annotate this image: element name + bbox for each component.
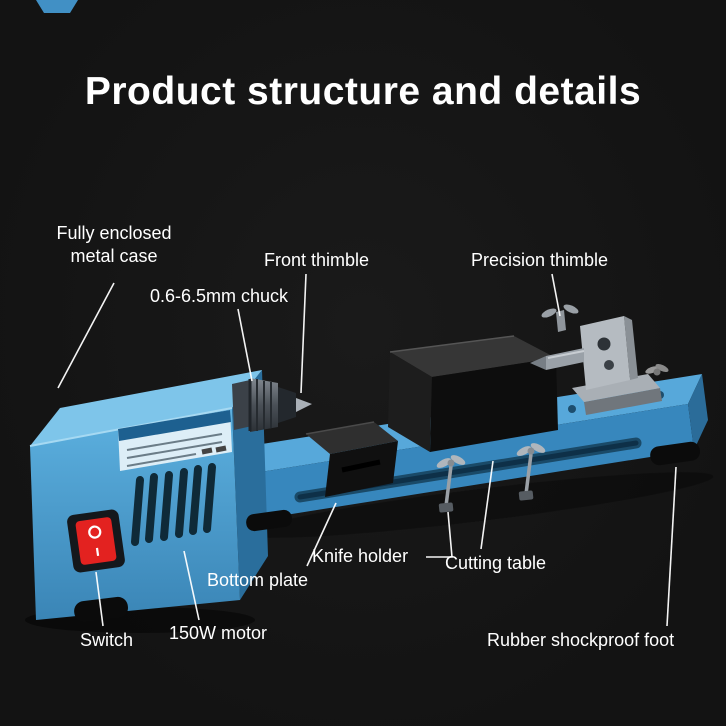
leader-motor <box>183 550 200 621</box>
front-thimble <box>296 398 312 412</box>
knife-holder <box>305 421 398 497</box>
label-precision-thimble: Precision thimble <box>471 250 609 270</box>
label-metal-case: Fully enclosed metal case <box>56 223 172 266</box>
leader-cutting <box>480 460 494 550</box>
leader-foot <box>666 466 677 627</box>
label-bottom-plate: Bottom plate <box>207 570 309 590</box>
label-chuck: 0.6-6.5mm chuck <box>150 286 289 306</box>
thimble-tip <box>530 356 546 370</box>
leader-precision <box>551 273 561 317</box>
leader-lines <box>57 273 677 627</box>
cutting-table <box>388 335 558 452</box>
spec-sticker <box>118 410 232 471</box>
label-rubber-foot: Rubber shockproof foot <box>487 630 675 650</box>
leader-switch <box>95 571 104 627</box>
wing-nut-side <box>645 363 669 376</box>
precision-thimble-assembly <box>530 304 669 415</box>
vent-grill <box>131 463 216 546</box>
chuck <box>232 378 296 432</box>
clamp-bolt-front <box>436 455 466 513</box>
label-cutting-table: Cutting table <box>445 553 547 573</box>
label-knife-holder: Knife holder <box>312 546 409 566</box>
label-motor: 150W motor <box>169 623 268 643</box>
leader-bottom <box>306 502 337 567</box>
wing-screw-top <box>541 304 579 332</box>
leader-knife <box>426 511 453 558</box>
clamp-bolt-rear <box>516 443 546 501</box>
leader-front-thimble <box>300 273 307 394</box>
power-switch <box>67 509 125 573</box>
label-front-thimble: Front thimble <box>264 250 370 270</box>
page-title: Product structure and details <box>84 70 642 113</box>
rubber-foot-middle <box>246 509 292 532</box>
leader-chuck <box>237 308 253 382</box>
rubber-foot-right <box>650 441 700 466</box>
leader-metal-case <box>57 282 115 389</box>
rubber-feet <box>74 441 700 623</box>
corner-ribbon <box>36 0 78 13</box>
label-switch: Switch <box>80 630 134 650</box>
